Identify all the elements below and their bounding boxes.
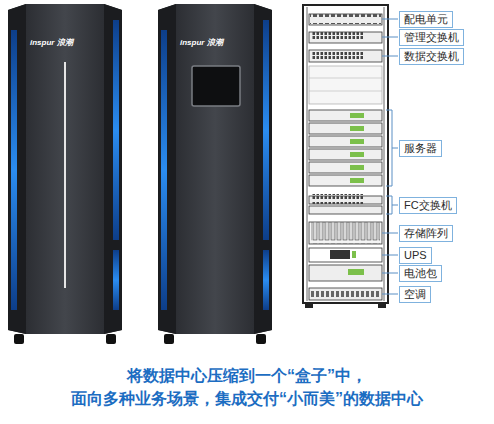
caption-text: 将数据中心压缩到一个“盒子”中， 面向多种业务场景，集成交付“小而美”的数据中心 (69, 364, 425, 410)
caption-area: 将数据中心压缩到一个“盒子”中， 面向多种业务场景，集成交付“小而美”的数据中心 (0, 364, 494, 410)
callout-label: 管理交换机 (404, 31, 459, 44)
brand-logo: inspur 浪潮 (180, 38, 223, 48)
callout-label: 数据交换机 (404, 50, 459, 63)
leader-lines (382, 19, 398, 294)
callout-box: 空调 (399, 286, 431, 303)
callout-box: 管理交换机 (399, 29, 464, 46)
callout-label: 存储阵列 (404, 227, 448, 240)
cabinet-front (8, 4, 122, 344)
callout-label: FC交换机 (404, 199, 452, 212)
callout-label: 服务器 (404, 142, 437, 155)
callout-box: 数据交换机 (399, 48, 464, 65)
callout-box: UPS (399, 247, 432, 264)
callout-box: 存储阵列 (399, 225, 453, 242)
callout-label: UPS (404, 249, 427, 262)
cabinet-with-screen (158, 4, 272, 344)
callout-label: 配电单元 (404, 13, 448, 26)
callout-box: 配电单元 (399, 11, 453, 28)
callout-box: 电池包 (399, 265, 442, 282)
callout-label: 电池包 (404, 267, 437, 280)
callout-box: FC交换机 (399, 197, 457, 214)
callout-label: 空调 (404, 288, 426, 301)
brand-logo: inspur 浪潮 (30, 38, 73, 48)
rack-diagram (303, 5, 388, 308)
callout-box: 服务器 (399, 140, 442, 157)
